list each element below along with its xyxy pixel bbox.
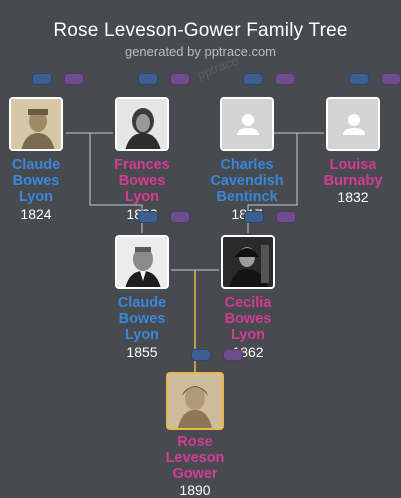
person-placeholder-icon [328, 99, 378, 149]
person-photo-cecilia-1862[interactable] [221, 235, 275, 289]
tag-blue[interactable] [32, 73, 52, 85]
tag-purple[interactable] [275, 73, 295, 85]
name-line: Frances [114, 157, 170, 173]
tag-blue[interactable] [138, 73, 158, 85]
name-line: Bowes [118, 311, 166, 327]
tag-blue[interactable] [243, 73, 263, 85]
tag-purple[interactable] [223, 349, 243, 361]
person-placeholder-icon [222, 99, 272, 149]
person-photo-charles-1817[interactable] [220, 97, 274, 151]
portrait-bw-icon [223, 237, 273, 287]
name-line: Claude [117, 295, 167, 311]
person-year: 1832 [337, 189, 369, 205]
page-subtitle: generated by pptrace.com [124, 44, 277, 59]
name-line: Lyon [124, 327, 160, 343]
portrait-sepia-icon [168, 374, 222, 428]
name-line: Bowes [224, 311, 272, 327]
person-photo-frances-1832[interactable] [115, 97, 169, 151]
person-photo-claude-1855[interactable] [115, 235, 169, 289]
name-line: Rose [177, 434, 213, 450]
person-year: 1862 [232, 344, 264, 360]
name-line: Cavendish [210, 173, 284, 189]
person-photo-claude-1824[interactable] [9, 97, 63, 151]
name-line: Charles [220, 157, 274, 173]
person-name-frances-1832[interactable]: Frances Bowes Lyon [92, 157, 192, 205]
tag-purple[interactable] [64, 73, 84, 85]
tag-blue[interactable] [191, 349, 211, 361]
name-line: Burnaby [323, 173, 383, 189]
name-line: Leveson [165, 450, 225, 466]
person-name-louisa-1832[interactable]: Louisa Burnaby [303, 157, 401, 189]
portrait-bw-icon [117, 99, 167, 149]
name-line: Lyon [18, 189, 54, 205]
tag-purple[interactable] [276, 211, 296, 223]
portrait-bw-icon [117, 237, 167, 287]
person-name-charles-1817[interactable]: Charles Cavendish Bentinck [197, 157, 297, 205]
name-line: Louisa [329, 157, 377, 173]
name-line: Gower [172, 466, 218, 482]
person-photo-louisa-1832[interactable] [326, 97, 380, 151]
tag-purple[interactable] [381, 73, 401, 85]
name-line: Cecilia [224, 295, 272, 311]
portrait-sepia-icon [11, 99, 61, 149]
tag-blue[interactable] [244, 211, 264, 223]
person-year: 1890 [179, 482, 211, 498]
tag-blue[interactable] [349, 73, 369, 85]
person-name-claude-1855[interactable]: Claude Bowes Lyon [92, 295, 192, 343]
person-name-rose-1890[interactable]: Rose Leveson Gower [145, 434, 245, 482]
name-line: Lyon [230, 327, 266, 343]
name-line: Lyon [124, 189, 160, 205]
name-line: Bowes [118, 173, 166, 189]
page-title: Rose Leveson-Gower Family Tree [53, 20, 348, 41]
person-year: 1824 [20, 206, 52, 222]
tag-purple[interactable] [170, 211, 190, 223]
tag-purple[interactable] [170, 73, 190, 85]
name-line: Claude [11, 157, 61, 173]
name-line: Bentinck [216, 189, 278, 205]
name-line: Bowes [12, 173, 60, 189]
person-photo-rose-1890[interactable] [166, 372, 224, 430]
person-name-claude-1824[interactable]: Claude Bowes Lyon [0, 157, 86, 205]
person-name-cecilia-1862[interactable]: Cecilia Bowes Lyon [198, 295, 298, 343]
person-year: 1855 [126, 344, 158, 360]
tag-blue[interactable] [138, 211, 158, 223]
